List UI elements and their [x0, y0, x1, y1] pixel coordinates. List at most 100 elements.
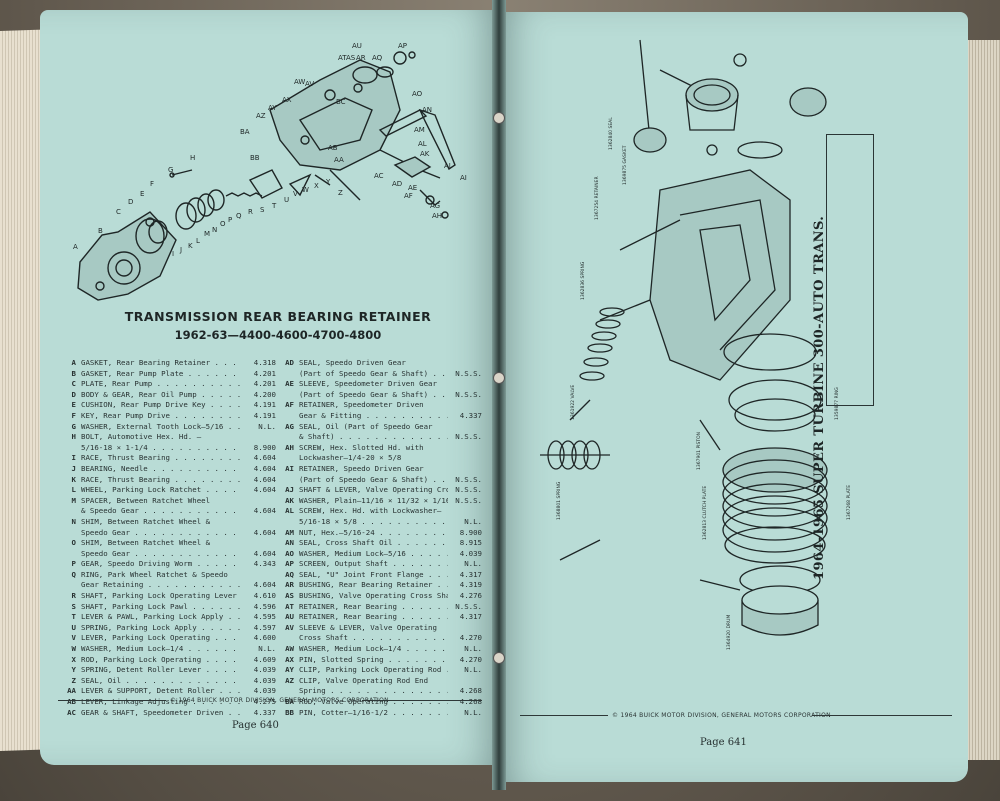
svg-text:AV: AV — [305, 80, 314, 88]
part-description: SHIM, Between Ratchet Wheel & — [81, 538, 211, 548]
part-key: B — [71, 368, 76, 378]
part-key: AZ — [285, 675, 294, 685]
part-key: AK — [285, 495, 294, 505]
part-description: GASKET, Rear Bearing Retainer . . . . . … — [81, 358, 242, 367]
part-key: AS — [285, 591, 294, 601]
part-key: N — [71, 516, 76, 526]
part-number: 4.337 — [459, 410, 482, 420]
part-description: BOLT, Automotive Hex. Hd. — — [81, 432, 202, 442]
part-number: 4.039 — [459, 548, 482, 558]
part-description: SCREW, Hex. Slotted Hd. with — [299, 442, 424, 452]
footer-rule-right — [520, 715, 608, 716]
svg-text:AK: AK — [420, 150, 430, 158]
svg-text:E: E — [140, 190, 144, 198]
part-number: 4.201 — [253, 368, 276, 378]
parts-list-item: & Speedo Gear . . . . . . . . . . . . . … — [58, 506, 276, 517]
part-description: GEAR & SHAFT, Speedometer Driven . . . .… — [81, 707, 242, 717]
part-key: AG — [285, 421, 294, 431]
part-key: AJ — [285, 485, 294, 495]
part-number: 8.900 — [459, 527, 482, 537]
parts-list-item: Spring . . . . . . . . . . . . . . . . .… — [276, 686, 482, 697]
svg-text:BB: BB — [250, 154, 260, 162]
part-number: 4.595 — [253, 612, 276, 622]
part-number: 4.191 — [253, 400, 276, 410]
part-number: 4.604 — [253, 453, 276, 463]
part-description: Cross Shaft . . . . . . . . . . . . . . … — [299, 633, 448, 643]
part-description: SEAL, "U" Joint Front Flange . . . . . .… — [299, 569, 448, 579]
part-description: SHAFT, Parking Lock Operating Lever . . … — [81, 591, 242, 601]
svg-text:1361922 VALVE: 1361922 VALVE — [570, 385, 576, 420]
part-key: AO — [285, 548, 294, 558]
svg-text:L: L — [196, 237, 200, 245]
part-key: M — [71, 495, 76, 505]
part-description: RETAINER, Speedometer Driven — [299, 400, 424, 410]
part-number: N.S.S. — [455, 495, 482, 505]
svg-text:1362813 CLUTCH PLATE: 1362813 CLUTCH PLATE — [702, 486, 708, 540]
part-number: 4.600 — [253, 633, 276, 643]
part-description: (Part of Speedo Gear & Shaft) . . . . . … — [299, 474, 448, 484]
part-number: 4.604 — [253, 548, 276, 558]
parts-list-item: Speedo Gear . . . . . . . . . . . . . . … — [58, 528, 276, 539]
book-gutter — [492, 0, 506, 790]
part-number: 4.337 — [253, 707, 276, 717]
part-number: 4.039 — [253, 675, 276, 685]
part-description: SPRING, Parking Lock Apply . . . . . . .… — [81, 622, 242, 632]
part-key: AA — [67, 686, 76, 696]
svg-text:1364920 DRUM: 1364920 DRUM — [726, 615, 732, 650]
part-description: 5/16-18 × 5/8 . . . . . . . . . . . . . … — [299, 516, 448, 526]
part-number: 4.604 — [253, 506, 276, 516]
part-description: BEARING, Needle . . . . . . . . . . . . … — [81, 463, 242, 473]
part-description: RACE, Thrust Bearing . . . . . . . . . .… — [81, 474, 242, 484]
part-description: GEAR, Speedo Driving Worm . . . . . . . … — [81, 559, 242, 569]
part-key: D — [71, 389, 76, 399]
part-description: GASKET, Rear Pump Plate . . . . . . . . … — [81, 368, 242, 378]
part-number: 4.191 — [253, 410, 276, 420]
part-key: H — [71, 432, 76, 442]
part-number: 4.609 — [253, 654, 276, 664]
parts-list-item: Gear & Fitting . . . . . . . . . . . . .… — [276, 411, 482, 422]
parts-list-item: Lockwasher—1/4-20 × 5/8 — [276, 453, 482, 464]
svg-text:G: G — [168, 166, 173, 174]
part-key: AY — [285, 665, 294, 675]
part-number: 4.604 — [253, 580, 276, 590]
svg-text:AR: AR — [356, 54, 366, 62]
svg-text:W: W — [302, 186, 309, 194]
part-description: CLIP, Parking Lock Operating Rod . . . .… — [299, 665, 448, 675]
part-number: N.L. — [258, 421, 276, 431]
part-key: E — [71, 400, 76, 410]
right-page-title: 1964-1965 SUPER TURBINE 300-AUTO TRANS. — [812, 215, 827, 580]
binding-hole — [493, 652, 505, 664]
part-key: U — [71, 622, 76, 632]
binding-hole — [493, 112, 505, 124]
part-number: 4.604 — [253, 527, 276, 537]
svg-text:AW: AW — [294, 78, 305, 86]
part-key: AE — [285, 379, 294, 389]
part-description: LEVER, Linkage Adjusting . . . . . . . .… — [81, 697, 242, 706]
svg-text:Y: Y — [325, 178, 331, 186]
part-key: AW — [285, 644, 294, 654]
part-number: N.S.S. — [455, 485, 482, 495]
part-key: AD — [285, 358, 294, 367]
part-key: AX — [285, 654, 294, 664]
part-number: 4.318 — [253, 358, 276, 367]
part-number: 4.317 — [459, 612, 482, 622]
svg-text:AT: AT — [338, 54, 347, 62]
part-number: 4.039 — [253, 686, 276, 696]
part-number: N.S.S. — [455, 432, 482, 442]
